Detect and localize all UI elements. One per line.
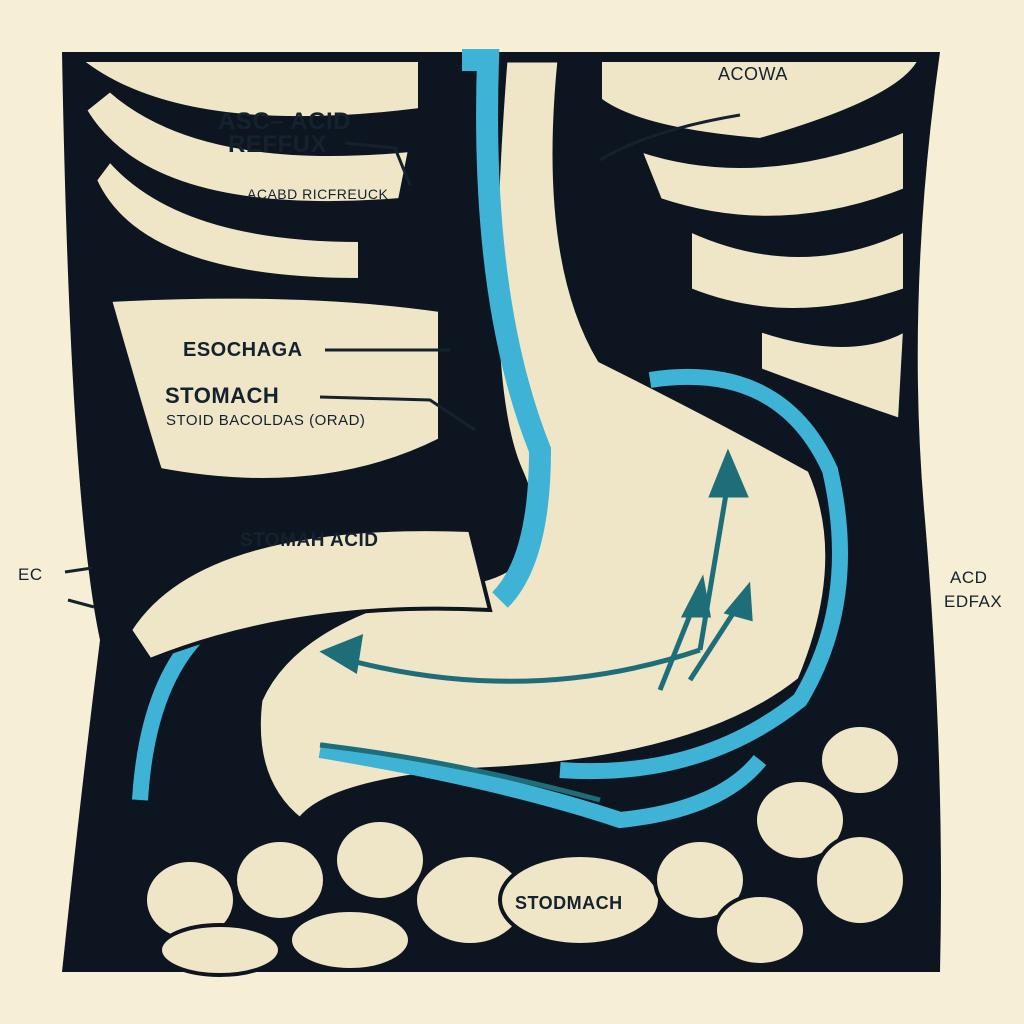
label-subtitle: ACABD RICFREUCK: [247, 186, 389, 202]
label-stomach: STOMACH: [165, 383, 280, 408]
label-right-margin-1: ACD: [950, 568, 988, 587]
leader-lines: [64, 113, 741, 609]
label-bottom-stomach: STODMACH: [515, 893, 623, 913]
label-left-margin: EC: [18, 565, 43, 584]
side-margin-left: [0, 0, 62, 1024]
label-top-right: ACOWA: [718, 64, 788, 84]
reflux-arrows: [319, 448, 753, 803]
label-title-line2: REFFUX: [228, 131, 327, 158]
intestines: [143, 723, 907, 977]
label-stomach-acid: STOMAH ACID: [240, 530, 379, 551]
esophagus-blue-channel: [462, 49, 552, 608]
label-stomach-sub: STOID BACOLDAS (ORAD): [166, 412, 366, 429]
label-title-line1: ASC– ACID: [218, 108, 351, 135]
stomach-acid-band: [127, 527, 493, 663]
ribs-left: [74, 58, 442, 482]
label-right-margin-2: EDFAX: [944, 592, 1003, 611]
label-esophagus: ESOCHAGA: [183, 339, 303, 361]
ribs-right: [598, 58, 924, 423]
